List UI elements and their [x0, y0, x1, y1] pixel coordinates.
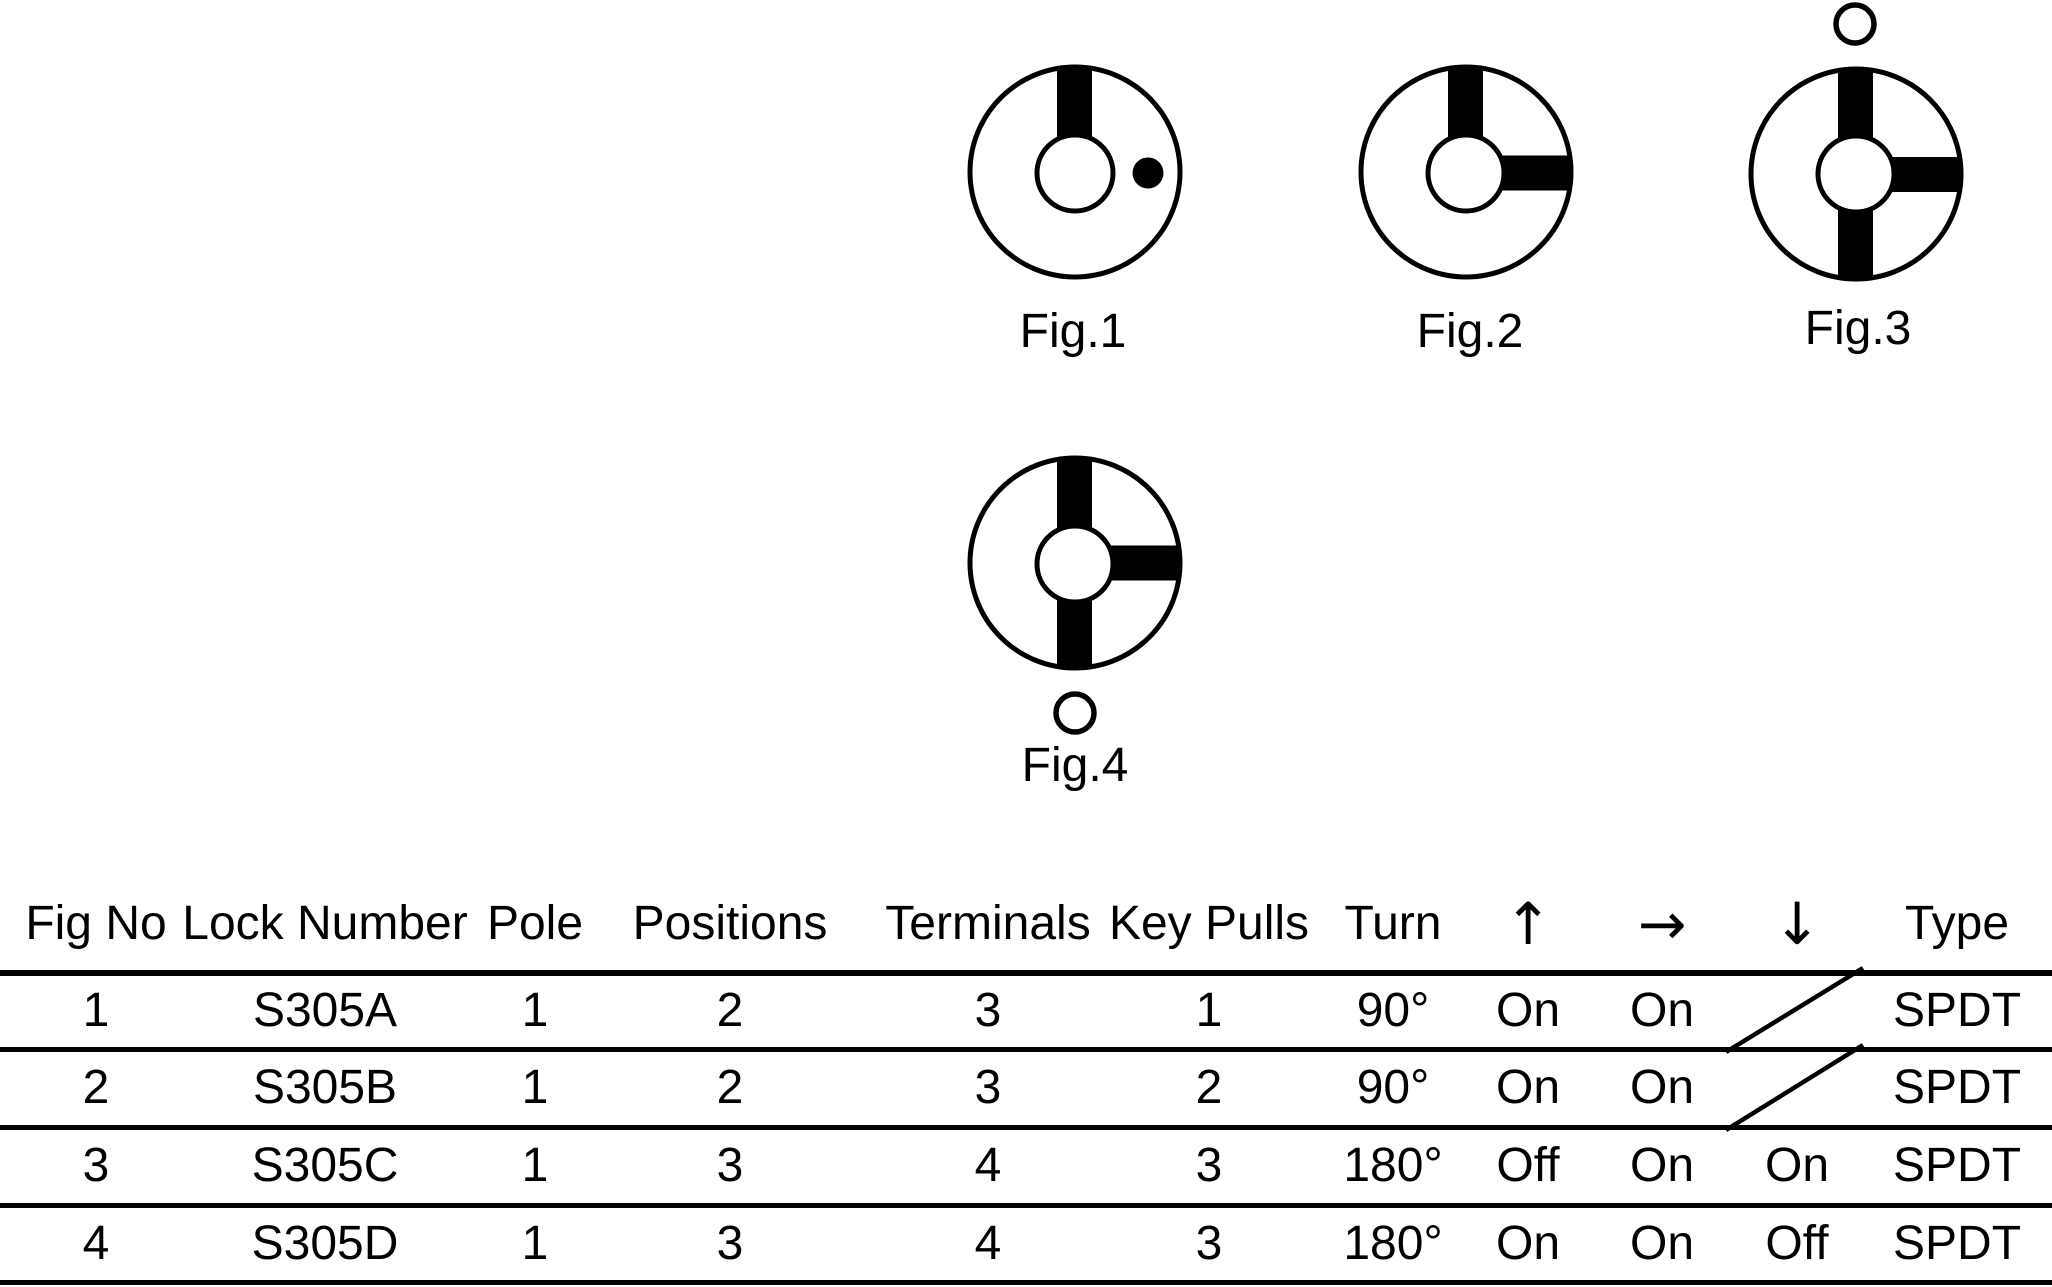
cell-terminals: 3	[974, 984, 1002, 1037]
cell-turn: 180°	[1343, 1139, 1443, 1192]
fig4-lock-face	[967, 455, 1183, 735]
column-header-fig_no: Fig No	[25, 897, 167, 950]
column-header-terminals: Terminals	[885, 897, 1091, 950]
figure-label-4: Fig.4	[1021, 739, 1129, 792]
column-header-key_pulls: Key Pulls	[1108, 897, 1310, 950]
cell-turn: 180°	[1343, 1217, 1443, 1270]
fig3-inner-circle	[1815, 133, 1897, 215]
cell-fig_no: 2	[82, 1061, 110, 1114]
cell-type: SPDT	[1892, 1139, 2022, 1192]
fig2-up-sector	[1448, 67, 1483, 140]
column-header-up-arrow-icon: ↑	[1503, 890, 1553, 958]
fig2-lock-face	[1358, 64, 1574, 280]
fig4-inner-circle	[1034, 523, 1116, 605]
column-header-right-arrow-icon: →	[1637, 890, 1687, 958]
cell-fig_no: 4	[82, 1217, 110, 1270]
fig3-right-sector	[1888, 157, 1961, 192]
cell-terminals: 4	[974, 1217, 1002, 1270]
cell-up: On	[1495, 1217, 1561, 1270]
fig2-right-sector	[1498, 155, 1571, 191]
cell-type: SPDT	[1892, 1061, 2022, 1114]
cell-fig_no: 1	[82, 984, 110, 1037]
fig3-up-sector	[1838, 69, 1873, 142]
cell-up: On	[1495, 1061, 1561, 1114]
cell-terminals: 3	[974, 1061, 1002, 1114]
not-applicable-slash	[1724, 966, 1865, 1054]
fig1-position-dot	[1132, 157, 1164, 189]
cell-lock_number: S305D	[251, 1217, 399, 1270]
table-rule	[0, 1280, 2052, 1285]
cell-right: On	[1629, 1139, 1695, 1192]
cell-key_pulls: 1	[1195, 984, 1223, 1037]
cell-pole: 1	[521, 984, 549, 1037]
cell-right: On	[1629, 984, 1695, 1037]
fig2-inner-circle	[1425, 132, 1507, 214]
cell-down: Off	[1765, 1217, 1829, 1270]
cell-key_pulls: 3	[1195, 1217, 1223, 1270]
cell-lock_number: S305B	[252, 1061, 398, 1114]
table-rule	[0, 1203, 2052, 1208]
fig4-down-sector	[1057, 595, 1092, 668]
column-header-positions: Positions	[632, 897, 828, 950]
cell-positions: 2	[716, 1061, 744, 1114]
cell-pole: 1	[521, 1217, 549, 1270]
cell-positions: 2	[716, 984, 744, 1037]
fig4-key-pull-marker	[1053, 691, 1097, 735]
fig1-inner-circle	[1034, 132, 1116, 214]
cell-type: SPDT	[1892, 1217, 2022, 1270]
cell-turn: 90°	[1356, 984, 1430, 1037]
fig1-lock-face	[967, 64, 1183, 280]
fig4-right-sector	[1107, 545, 1180, 581]
cell-down: On	[1764, 1139, 1830, 1192]
figure-label-3: Fig.3	[1804, 302, 1912, 355]
column-header-turn: Turn	[1344, 897, 1442, 950]
fig1-up-sector	[1057, 67, 1092, 140]
column-header-lock_number: Lock Number	[182, 897, 468, 950]
fig3-down-sector	[1838, 206, 1873, 279]
cell-lock_number: S305A	[252, 984, 398, 1037]
cell-up: On	[1495, 984, 1561, 1037]
cell-terminals: 4	[974, 1139, 1002, 1192]
cell-right: On	[1629, 1217, 1695, 1270]
cell-key_pulls: 2	[1195, 1061, 1223, 1114]
cell-up: Off	[1496, 1139, 1560, 1192]
cell-lock_number: S305C	[251, 1139, 399, 1192]
fig3-lock-face	[1748, 2, 1964, 282]
table-rule	[0, 1047, 2052, 1052]
column-header-down-arrow-icon: ↓	[1772, 890, 1822, 958]
column-header-type: Type	[1904, 897, 2010, 950]
cell-fig_no: 3	[82, 1139, 110, 1192]
cell-turn: 90°	[1356, 1061, 1430, 1114]
not-applicable-slash	[1724, 1043, 1865, 1132]
figure-label-1: Fig.1	[1019, 305, 1127, 358]
cell-positions: 3	[716, 1217, 744, 1270]
cell-pole: 1	[521, 1061, 549, 1114]
column-header-pole: Pole	[486, 897, 584, 950]
cell-positions: 3	[716, 1139, 744, 1192]
table-rule	[0, 970, 2052, 976]
cell-right: On	[1629, 1061, 1695, 1114]
figure-label-2: Fig.2	[1416, 305, 1524, 358]
table-rule	[0, 1125, 2052, 1130]
cell-type: SPDT	[1892, 984, 2022, 1037]
fig3-key-pull-marker	[1833, 2, 1877, 46]
fig4-up-sector	[1057, 458, 1092, 531]
cell-pole: 1	[521, 1139, 549, 1192]
cell-key_pulls: 3	[1195, 1139, 1223, 1192]
